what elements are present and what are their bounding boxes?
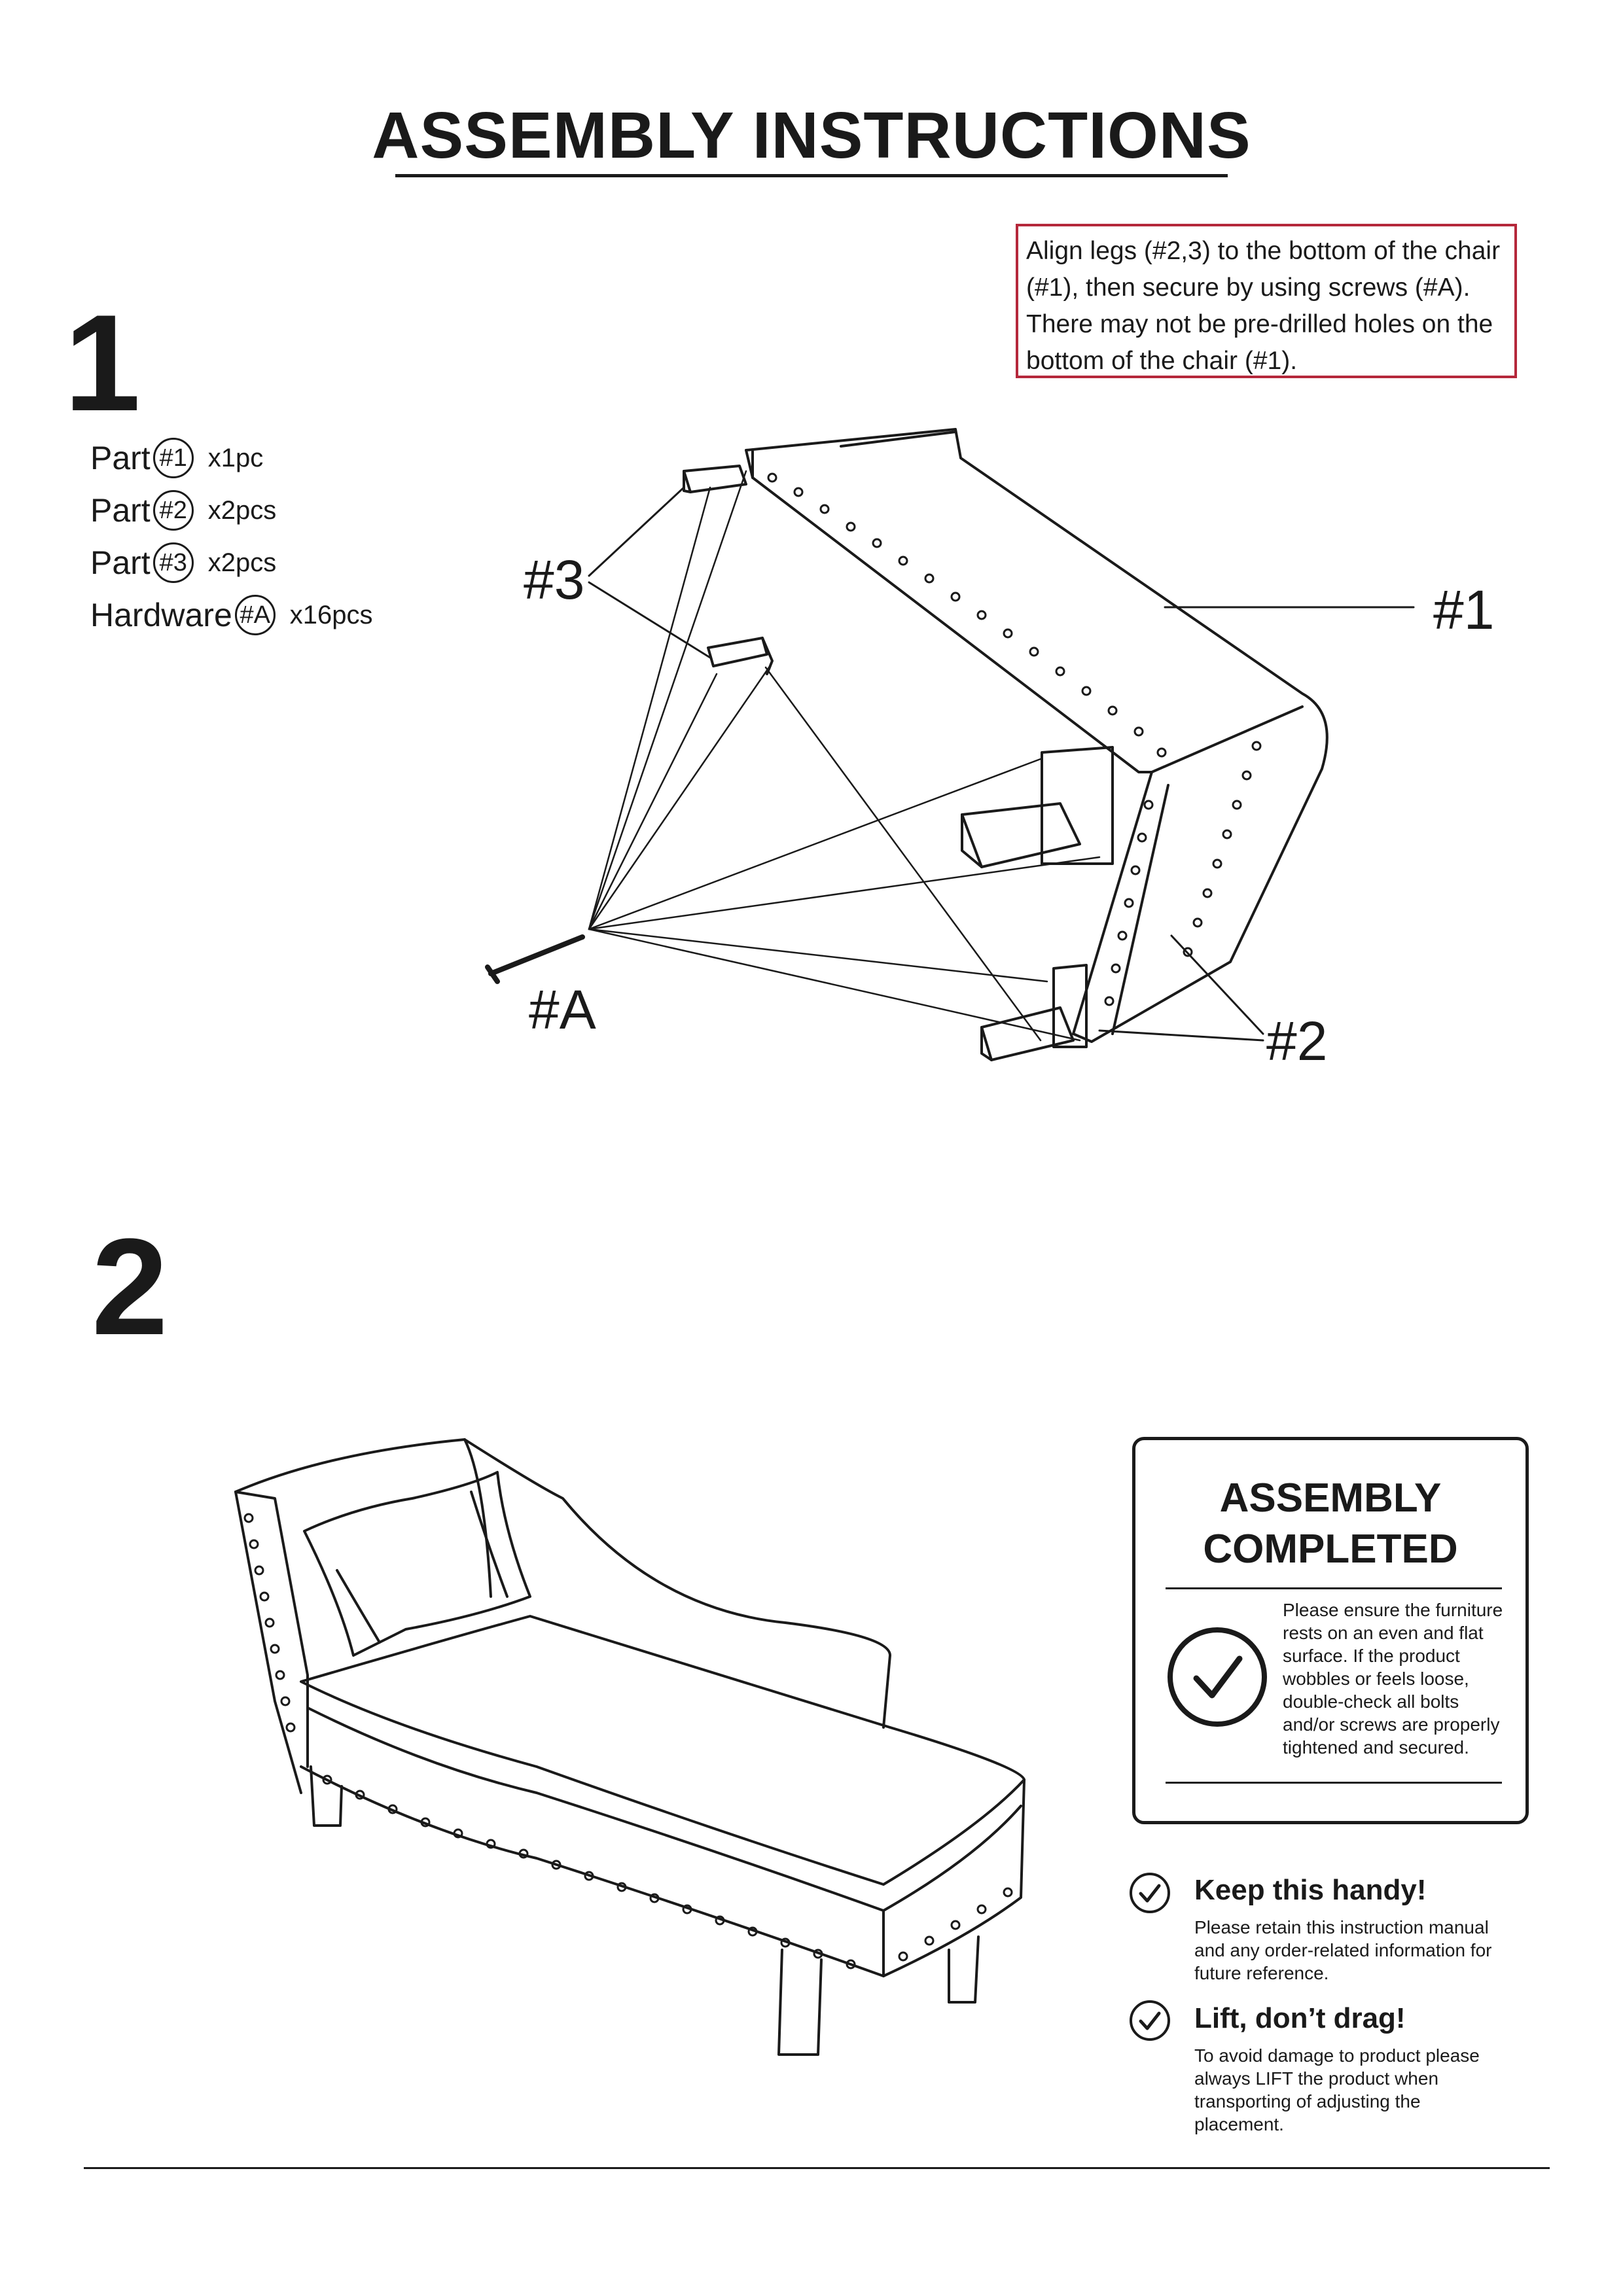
callout-part-2: #2 xyxy=(1266,1010,1328,1072)
completed-title-line-2: COMPLETED xyxy=(1203,1527,1458,1572)
check-circle-icon xyxy=(1130,2000,1170,2041)
check-circle-icon xyxy=(1168,1627,1267,1727)
callout-3-leader-b xyxy=(588,581,711,659)
part-row-3: Part #3 x2pcs xyxy=(90,537,373,589)
part-prefix: Part xyxy=(90,440,151,476)
chaise-leg-right xyxy=(948,1935,980,2004)
part-prefix: Part xyxy=(90,492,151,529)
backrest-outline xyxy=(234,1438,891,1729)
front-leg-lower xyxy=(980,964,1088,1061)
parts-list: Part #1 x1pc Part #2 x2pcs Part #3 x2pcs… xyxy=(90,432,373,641)
part-prefix: Part xyxy=(90,544,151,581)
assembly-note: Align legs (#2,3) to the bottom of the c… xyxy=(1016,224,1517,378)
part-badge: #2 xyxy=(152,490,194,531)
check-circle-icon xyxy=(1130,1873,1170,1913)
part-qty: x2pcs xyxy=(207,548,277,577)
step-1-number: 1 xyxy=(64,286,141,440)
card-divider-bottom xyxy=(1166,1782,1502,1784)
nailhead-trim-dots xyxy=(767,472,1262,1006)
page-title: ASSEMBLY INSTRUCTIONS xyxy=(372,99,1251,172)
callout-part-1: #1 xyxy=(1433,579,1495,641)
rear-leg-middle xyxy=(707,637,774,675)
pillow-outline xyxy=(303,1471,531,1657)
completed-title-line-1: ASSEMBLY xyxy=(1219,1475,1442,1521)
tip-body-lift-dont-drag: To avoid damage to product please always… xyxy=(1194,2045,1480,2134)
step1-exploded-diagram xyxy=(485,428,1415,1061)
tip-title-lift-dont-drag: Lift, don’t drag! xyxy=(1194,2002,1406,2034)
part-row-2: Part #2 x2pcs xyxy=(90,484,373,537)
callout-2-leader-b xyxy=(1098,1029,1264,1042)
assembled-chaise-illustration xyxy=(234,1438,1026,2056)
callout-2-leader-a xyxy=(1170,934,1264,1035)
completed-title: ASSEMBLY COMPLETED xyxy=(1135,1473,1525,1575)
card-divider-top xyxy=(1166,1587,1502,1589)
nailhead-trim-dots xyxy=(243,1513,1013,1969)
title-underline xyxy=(395,174,1228,177)
completed-body: Please ensure the furniture rests on an … xyxy=(1283,1600,1503,1757)
callout-3-leader-a xyxy=(588,486,685,577)
chaise-body-outline xyxy=(745,428,1329,1043)
callout-part-a: #A xyxy=(529,979,596,1040)
part-badge: #A xyxy=(234,595,276,635)
callout-part-3: #3 xyxy=(524,549,585,610)
part-prefix: Hardware xyxy=(90,597,232,633)
chaise-leg-left xyxy=(310,1765,343,1827)
part-badge: #3 xyxy=(152,542,194,583)
part-row-1: Part #1 x1pc xyxy=(90,432,373,484)
part-row-hardware: Hardware #A x16pcs xyxy=(90,589,373,641)
screw-hardware xyxy=(485,934,585,984)
chaise-leg-front xyxy=(777,1949,823,2056)
front-leg-upper xyxy=(961,746,1114,868)
footer-divider xyxy=(84,2167,1550,2169)
rear-leg-top xyxy=(683,465,747,493)
assembly-completed-card: ASSEMBLY COMPLETED Please ensure the fur… xyxy=(1132,1437,1529,1824)
part-qty: x1pc xyxy=(207,443,264,472)
part-qty: x2pcs xyxy=(207,495,277,525)
tip-title-keep-handy: Keep this handy! xyxy=(1194,1874,1427,1906)
step-2-number: 2 xyxy=(92,1210,168,1364)
part-badge: #1 xyxy=(152,438,194,478)
screw-leader-lines xyxy=(588,470,1101,1042)
tip-body-keep-handy: Please retain this instruction manual an… xyxy=(1194,1917,1492,1983)
seat-cushion-outline xyxy=(300,1615,1026,1886)
part-qty: x16pcs xyxy=(289,600,373,629)
